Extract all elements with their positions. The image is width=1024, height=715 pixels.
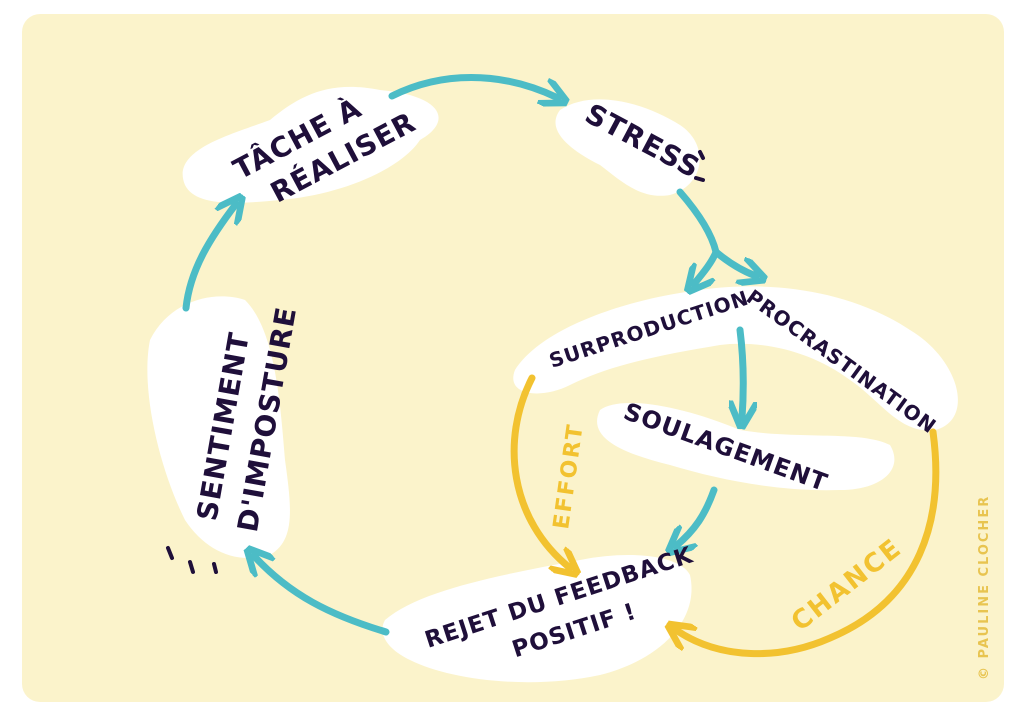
credit-text: © PAULINE CLOCHER — [977, 495, 992, 680]
stress-marks — [694, 150, 705, 182]
yellow-arrows — [510, 374, 940, 658]
teal-arrows — [182, 74, 756, 636]
arrow-sentiment-to-tache — [182, 204, 236, 312]
blob-tache — [182, 86, 439, 203]
arrow-rejet-to-sentiment — [254, 556, 390, 636]
blob-rejet — [382, 555, 692, 683]
sentiment-marks — [166, 546, 218, 574]
blob-sentiment — [147, 296, 290, 559]
arrow-procrastination-to-soulagement — [740, 326, 743, 418]
arrow-tache-to-stress — [388, 74, 558, 99]
arrow-effort — [510, 374, 570, 568]
arrow-soulagement-to-rejet — [676, 486, 718, 546]
blob-soulagement — [597, 402, 895, 491]
blob-stress — [555, 99, 700, 196]
arrow-stress-to-split — [676, 188, 720, 256]
arrow-to-procrastination — [712, 248, 756, 276]
label-blobs — [147, 86, 958, 683]
blob-middle — [513, 286, 958, 431]
arrow-chance — [676, 428, 940, 658]
